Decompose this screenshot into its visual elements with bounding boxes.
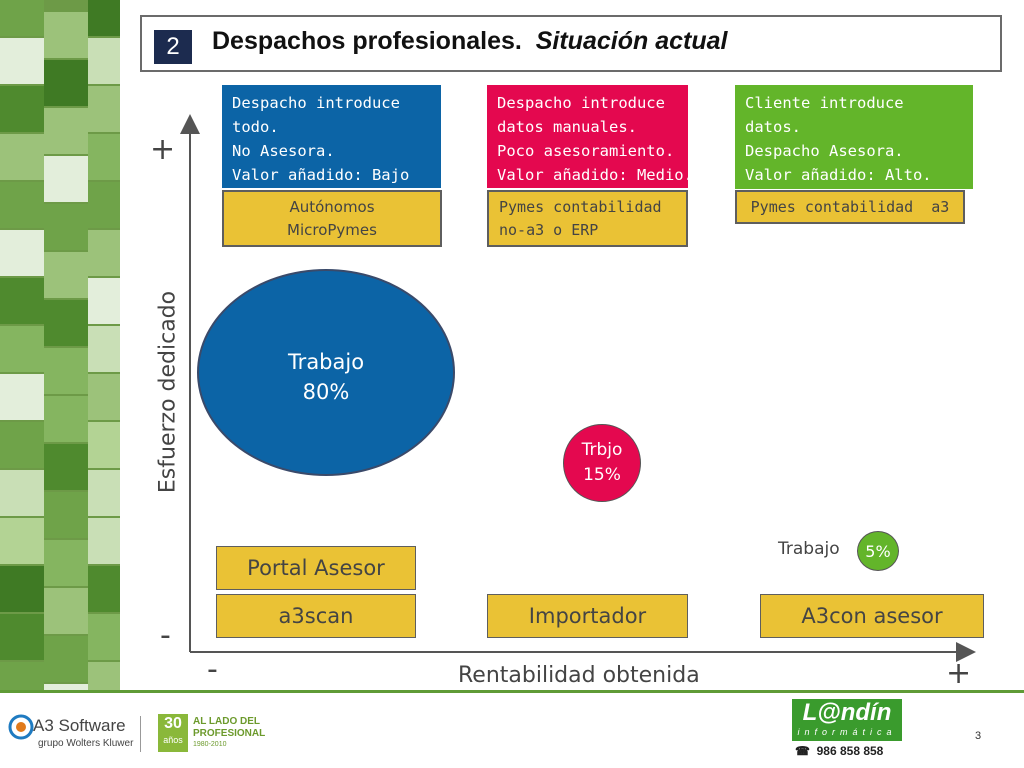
decorative-tile [88, 134, 120, 180]
decorative-tile [44, 396, 88, 442]
y-axis-high: + [150, 132, 176, 167]
decorative-tile [88, 0, 120, 36]
decorative-tile [88, 566, 120, 612]
decorative-side-panel [0, 0, 120, 690]
decorative-tile [0, 86, 44, 132]
decorative-tile [44, 540, 88, 586]
decorative-tile [88, 422, 120, 468]
phone-icon: ☎ [795, 744, 810, 758]
decorative-tile [88, 86, 120, 132]
tool-a3scan: a3scan [216, 594, 416, 638]
segment-pymes-no-a3: Pymes contabilidad no-a3 o ERP [487, 190, 688, 247]
title-main: Despachos profesionales. [212, 27, 522, 55]
decorative-tile [0, 374, 44, 420]
decorative-tile [0, 38, 44, 84]
decorative-tile [0, 518, 44, 564]
decorative-tile [88, 518, 120, 564]
tool-importador: Importador [487, 594, 688, 638]
desc-box-high: Cliente introduce datos. Despacho Asesor… [735, 85, 973, 189]
decorative-tile [44, 588, 88, 634]
decorative-tile [88, 374, 120, 420]
decorative-tile [44, 348, 88, 394]
decorative-tile [0, 230, 44, 276]
decorative-tile [44, 204, 88, 250]
y-axis-low: - [160, 618, 171, 653]
decorative-tile [88, 278, 120, 324]
decorative-tile [0, 0, 44, 36]
anniversary-badge: 30 años [158, 714, 188, 752]
decorative-tile [88, 614, 120, 660]
decorative-tile [88, 662, 120, 690]
decorative-tile [0, 566, 44, 612]
decorative-tile [44, 252, 88, 298]
bubble-value: 5% [865, 541, 891, 561]
page-title: Despachos profesionales. Situación actua… [212, 27, 727, 56]
decorative-tile [0, 182, 44, 228]
decorative-tile [0, 326, 44, 372]
anniversary-logo: 30 años AL LADO DEL PROFESIONAL 1980-201… [158, 714, 288, 754]
decorative-tile [44, 300, 88, 346]
bubble-trabajo-15: Trbjo 15% [563, 424, 641, 502]
tool-a3con-asesor: A3con asesor [760, 594, 984, 638]
bubble-value: 80% [302, 380, 350, 404]
x-axis-high: + [946, 656, 972, 691]
decorative-tile [88, 470, 120, 516]
decorative-tile [44, 12, 88, 58]
bubble-value: 15% [583, 465, 621, 485]
slide-number-badge: 2 [154, 30, 192, 64]
y-axis-label: Esfuerzo dedicado [155, 290, 181, 494]
bubble-label: Trbjo [581, 440, 623, 460]
bubble-trabajo-80: Trabajo 80% [197, 269, 455, 476]
title-bar: 2 Despachos profesionales. Situación act… [140, 15, 1002, 72]
decorative-tile [88, 182, 120, 228]
decorative-tile [0, 662, 44, 690]
decorative-tile [44, 636, 88, 682]
footer-divider [0, 690, 1024, 693]
decorative-tile [44, 492, 88, 538]
tool-portal-asesor: Portal Asesor [216, 546, 416, 590]
footer-separator [140, 716, 141, 752]
bubble-trabajo-5-label: Trabajo [778, 539, 846, 559]
segment-pymes-a3: Pymes contabilidad a3 [735, 190, 965, 224]
decorative-tile [88, 326, 120, 372]
decorative-tile [0, 278, 44, 324]
bubble-label: Trabajo [287, 350, 365, 374]
decorative-tile [44, 108, 88, 154]
decorative-tile [44, 684, 88, 690]
decorative-tile [44, 444, 88, 490]
landin-logo: L@ndín informática [792, 699, 902, 741]
decorative-tile [44, 60, 88, 106]
phone-line: ☎ 986 858 858 [795, 744, 884, 758]
decorative-tile [0, 614, 44, 660]
bubble-trabajo-5: 5% [857, 531, 899, 571]
decorative-tile [0, 470, 44, 516]
a3-software-logo: A3 Software grupo Wolters Kluwer [8, 714, 133, 754]
decorative-tile [0, 134, 44, 180]
desc-box-medium: Despacho introduce datos manuales. Poco … [487, 85, 693, 188]
title-italic: Situación actual [535, 27, 728, 55]
x-axis-low: - [207, 652, 218, 687]
desc-box-low: Despacho introduce todo. No Asesora. Val… [222, 85, 441, 188]
decorative-tile [44, 156, 88, 202]
decorative-tile [0, 422, 44, 468]
a3-swirl-icon [8, 714, 34, 740]
x-axis-label: Rentabilidad obtenida [458, 663, 700, 688]
decorative-tile [88, 38, 120, 84]
segment-autonomos: Autónomos MicroPymes [222, 190, 442, 247]
decorative-tile [88, 230, 120, 276]
page-number: 3 [975, 730, 982, 742]
